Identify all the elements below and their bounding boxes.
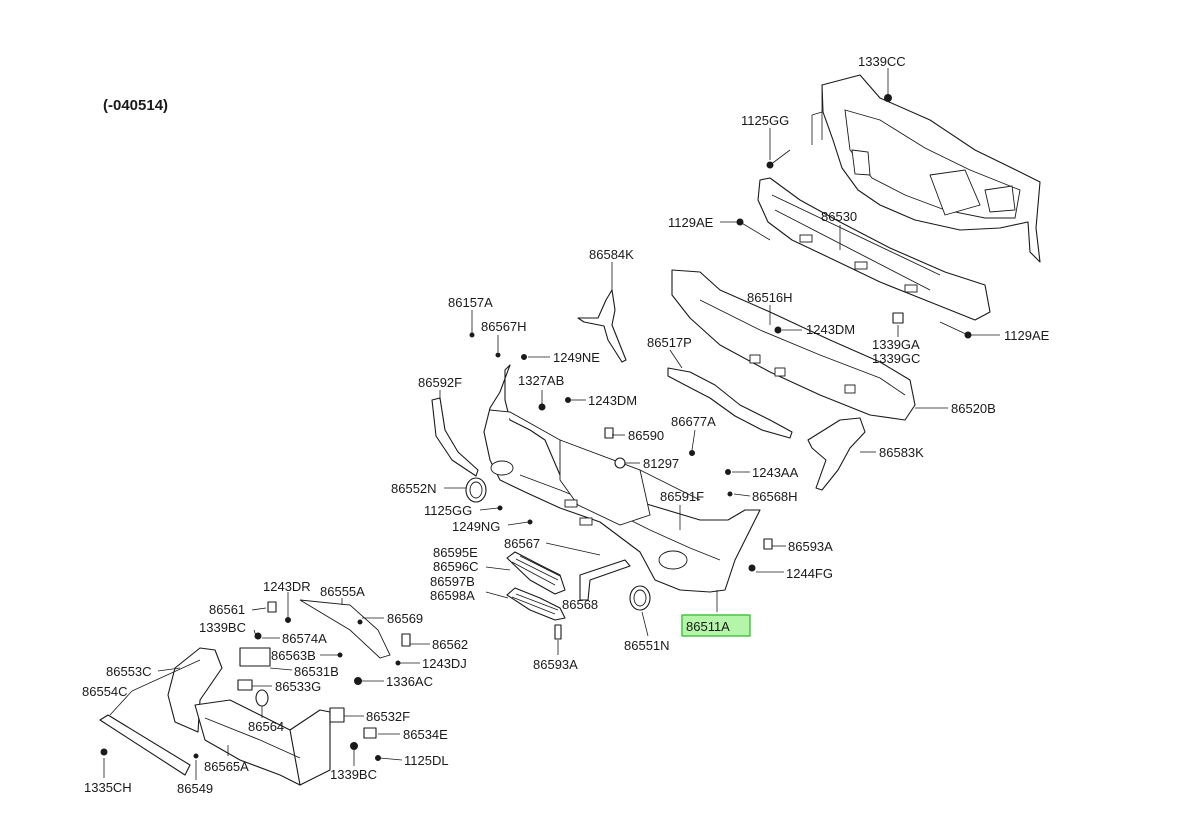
label-86569[interactable]: 86569: [387, 611, 423, 626]
label-86530[interactable]: 86530: [821, 209, 857, 224]
bumper-cover[interactable]: [483, 364, 761, 593]
energy-absorber[interactable]: [671, 269, 916, 421]
label-86567[interactable]: 86567: [504, 536, 540, 551]
label-1249NE[interactable]: 1249NE: [553, 350, 600, 365]
label-1335CH[interactable]: 1335CH: [84, 780, 132, 795]
label-86564[interactable]: 86564: [248, 719, 284, 734]
highlight-86511A[interactable]: [681, 614, 751, 637]
label-86593A-right[interactable]: 86593A: [788, 539, 833, 554]
label-86531B[interactable]: 86531B: [294, 664, 339, 679]
small-fasteners[interactable]: [469, 332, 773, 640]
label-1339BC-b[interactable]: 1339BC: [330, 767, 377, 782]
label-86520B[interactable]: 86520B: [951, 401, 996, 416]
label-86533G[interactable]: 86533G: [275, 679, 321, 694]
label-1129AE-right[interactable]: 1129AE: [1004, 328, 1050, 343]
label-86517P[interactable]: 86517P: [647, 335, 692, 350]
label-1244FG[interactable]: 1244FG: [786, 566, 833, 581]
part-labels: 1339CC 1125GG 1129AE 86530 86584K 86516H…: [82, 54, 1050, 796]
label-86565A[interactable]: 86565A: [204, 759, 249, 774]
leader-lines: [103, 68, 1000, 780]
fog-ring-right[interactable]: [629, 585, 651, 611]
side-bracket-86583K[interactable]: [807, 417, 866, 491]
label-86511A[interactable]: 86511A: [686, 619, 730, 634]
header-revision: (-040514): [103, 97, 168, 114]
grille-lower[interactable]: [506, 587, 566, 621]
fog-ring-left[interactable]: [465, 477, 487, 503]
label-86554C[interactable]: 86554C: [82, 684, 128, 699]
label-86534E[interactable]: 86534E: [403, 727, 448, 742]
label-1339CC[interactable]: 1339CC: [858, 54, 906, 69]
label-1243DM-a[interactable]: 1243DM: [806, 322, 855, 337]
label-1249NG[interactable]: 1249NG: [452, 519, 500, 534]
label-86592F[interactable]: 86592F: [418, 375, 462, 390]
label-86584K[interactable]: 86584K: [589, 247, 634, 262]
label-1243DJ[interactable]: 1243DJ: [422, 656, 467, 671]
lower-bracket-86517P[interactable]: [667, 367, 793, 439]
label-1336AC[interactable]: 1336AC: [386, 674, 433, 689]
label-86562[interactable]: 86562: [432, 637, 468, 652]
label-1129AE-left[interactable]: 1129AE: [668, 215, 714, 230]
label-1125DL[interactable]: 1125DL: [404, 753, 449, 768]
label-86552N[interactable]: 86552N: [391, 481, 437, 496]
label-86567H[interactable]: 86567H: [481, 319, 527, 334]
label-86597B[interactable]: 86597B: [430, 574, 475, 589]
label-86598A[interactable]: 86598A: [430, 588, 475, 603]
label-86568[interactable]: 86568: [562, 597, 598, 612]
label-86563B[interactable]: 86563B: [271, 648, 316, 663]
label-86591F[interactable]: 86591F: [660, 489, 704, 504]
label-86549[interactable]: 86549: [177, 781, 213, 796]
label-1125GG-top[interactable]: 1125GG: [741, 113, 789, 128]
label-86551N[interactable]: 86551N: [624, 638, 670, 653]
label-86596C[interactable]: 86596C: [433, 559, 479, 574]
grille-upper[interactable]: [506, 551, 566, 595]
label-86593A-bottom[interactable]: 86593A: [533, 657, 578, 672]
label-86590[interactable]: 86590: [628, 428, 664, 443]
label-86555A[interactable]: 86555A: [320, 584, 365, 599]
label-1243DR[interactable]: 1243DR: [263, 579, 311, 594]
label-1339GA[interactable]: 1339GA: [872, 337, 920, 352]
label-1339GC[interactable]: 1339GC: [872, 351, 920, 366]
label-86553C[interactable]: 86553C: [106, 664, 152, 679]
upper-trim-86592F[interactable]: [431, 397, 479, 477]
label-86677A[interactable]: 86677A: [671, 414, 716, 429]
label-86157A[interactable]: 86157A: [448, 295, 493, 310]
label-1243AA[interactable]: 1243AA: [752, 465, 799, 480]
label-1243DM-b[interactable]: 1243DM: [588, 393, 637, 408]
carrier-panel[interactable]: [811, 74, 1041, 263]
label-86574A[interactable]: 86574A: [282, 631, 327, 646]
label-1339BC-a[interactable]: 1339BC: [199, 620, 246, 635]
label-86532F[interactable]: 86532F: [366, 709, 410, 724]
label-86595E[interactable]: 86595E: [433, 545, 478, 560]
plate-bracket-86568[interactable]: [579, 559, 631, 601]
upper-bracket-86584K[interactable]: [577, 289, 627, 363]
label-86583K[interactable]: 86583K: [879, 445, 924, 460]
reinforcement-beam[interactable]: [757, 177, 991, 321]
lower-guard-assembly[interactable]: [99, 599, 411, 786]
label-81297[interactable]: 81297: [643, 456, 679, 471]
label-86561[interactable]: 86561: [209, 602, 245, 617]
label-1125GG-mid[interactable]: 1125GG: [424, 503, 472, 518]
label-86516H[interactable]: 86516H: [747, 290, 793, 305]
label-1327AB[interactable]: 1327AB: [518, 373, 564, 388]
label-86568H[interactable]: 86568H: [752, 489, 798, 504]
